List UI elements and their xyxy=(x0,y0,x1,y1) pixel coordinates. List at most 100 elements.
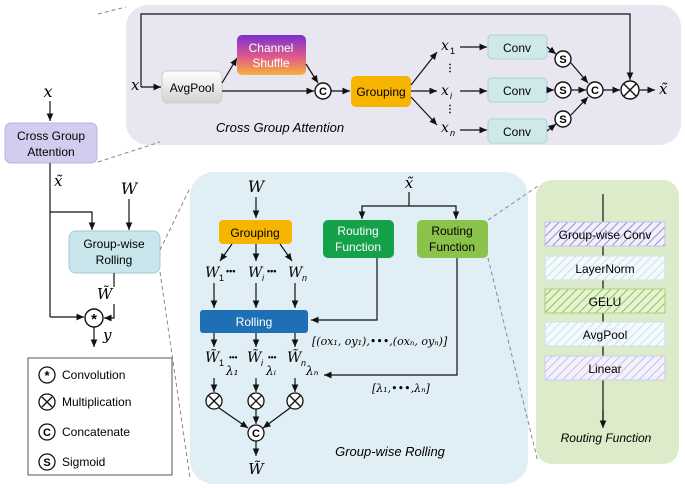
gwr-concat-circle: C xyxy=(247,424,265,442)
layer-label: LayerNorm xyxy=(575,262,634,276)
gwr-x-tilde: x̃ xyxy=(405,174,414,192)
sigmoid-circle-n: S xyxy=(554,110,572,128)
channel-shuffle-label-2: Shuffle xyxy=(252,56,289,70)
dots: ••• xyxy=(229,353,238,362)
legend-concatenate: C Concatenate xyxy=(38,423,130,441)
gwr-output-w-tilde: W̃ xyxy=(248,460,265,478)
multiply-circle-n xyxy=(286,392,304,410)
legend-multiplication: Multiplication xyxy=(38,393,131,411)
ellipsis: ⋮ xyxy=(445,63,455,74)
layer-layernorm: LayerNorm xyxy=(544,255,666,281)
wti-sub: i xyxy=(261,358,264,368)
dots: ••• xyxy=(268,353,277,362)
channel-shuffle-block: Channel Shuffle xyxy=(237,35,306,75)
layer-linear: Linear xyxy=(544,355,666,381)
conv-block-n: Conv xyxy=(487,118,548,144)
legend-multiplication-label: Multiplication xyxy=(62,395,131,409)
svg-text:C: C xyxy=(252,428,260,440)
lambda1-label: λ₁ xyxy=(225,364,238,378)
rf-caption: Routing Function xyxy=(561,431,652,445)
concat-circle: C xyxy=(314,82,332,100)
legend-sigmoid: S Sigmoid xyxy=(38,453,105,471)
svg-text:S: S xyxy=(559,85,566,97)
wt1-label: W̃ xyxy=(205,348,221,366)
wtn-sub: n xyxy=(301,358,306,368)
routing-function-block-2: Routing Function xyxy=(417,220,488,258)
layer-group-wise-conv: Group-wise Conv xyxy=(544,221,666,247)
wti-label: W̃ xyxy=(247,348,263,366)
group-wise-rolling-block: Group-wise Rolling xyxy=(68,230,161,274)
svg-text:*: * xyxy=(44,368,50,383)
zoom-connector xyxy=(487,257,539,463)
sigmoid-circle-1: S xyxy=(554,50,572,68)
cga-block-label-2: Attention xyxy=(27,145,74,159)
left-input-x: x xyxy=(43,82,52,101)
conv-label: Conv xyxy=(503,41,531,55)
concat-symbol: C xyxy=(319,86,327,98)
zoom-connector xyxy=(159,187,191,251)
gwr-block-label-2: Rolling xyxy=(96,253,133,267)
layer-avgpool: AvgPool xyxy=(544,321,666,347)
gwr-block-label-1: Group-wise xyxy=(83,237,145,251)
routing-fn2-label-1: Routing xyxy=(431,224,472,238)
legend-convolution: * Convolution xyxy=(38,366,125,384)
multiply-circle-i xyxy=(247,392,265,410)
lambdan-label: λₙ xyxy=(305,364,319,378)
left-output-y: y xyxy=(102,326,112,344)
svg-text:S: S xyxy=(559,114,566,126)
svg-text:C: C xyxy=(43,427,51,439)
routing-fn2-label-2: Function xyxy=(429,240,475,254)
left-w-input: W xyxy=(121,179,139,198)
avgpool-block: AvgPool xyxy=(161,70,223,104)
layer-label: Group-wise Conv xyxy=(559,228,652,242)
cross-group-attention-block: Cross Group Attention xyxy=(4,122,98,164)
zoom-connector xyxy=(97,6,127,15)
left-x-tilde: x̃ xyxy=(54,172,63,190)
x1-label: x xyxy=(441,38,449,54)
multiply-circle-1 xyxy=(205,392,223,410)
dots: ••• xyxy=(226,266,235,276)
left-w-tilde: W̃ xyxy=(97,285,114,303)
svg-text:*: * xyxy=(91,311,97,328)
svg-text:S: S xyxy=(559,54,566,66)
routing-fn1-label-1: Routing xyxy=(337,224,378,238)
avgpool-label: AvgPool xyxy=(170,81,214,95)
gwr-grouping-label: Grouping xyxy=(230,226,279,240)
multiply-circle xyxy=(620,80,640,100)
layer-label: GELU xyxy=(589,295,622,309)
xn-sub: n xyxy=(450,128,455,138)
wn-sub: n xyxy=(302,273,307,283)
gwr-w-input: W xyxy=(248,177,266,196)
cga-caption: Cross Group Attention xyxy=(216,120,344,135)
lambdas-label: [λ₁,•••,λₙ] xyxy=(372,382,431,395)
legend-convolution-label: Convolution xyxy=(62,368,125,382)
routing-function-block-1: Routing Function xyxy=(323,220,394,258)
channel-shuffle-label-1: Channel xyxy=(249,41,294,55)
svg-text:C: C xyxy=(591,85,599,97)
wi-label: W xyxy=(248,265,264,281)
cga-input-x: x xyxy=(131,76,140,94)
cga-block-label-1: Cross Group xyxy=(17,129,85,143)
rolling-label: Rolling xyxy=(236,315,273,329)
layer-label: Linear xyxy=(588,362,621,376)
wi-sub: i xyxy=(262,273,265,283)
gwr-grouping-block: Grouping xyxy=(219,220,292,244)
gwr-caption: Group-wise Rolling xyxy=(335,444,446,459)
legend-concatenate-label: Concatenate xyxy=(62,425,130,439)
xn-label: x xyxy=(441,120,449,136)
ellipsis: ⋮ xyxy=(445,104,455,115)
rolling-block: Rolling xyxy=(200,310,308,333)
wn-label: W xyxy=(288,265,304,281)
concat-circle-2: C xyxy=(586,81,604,99)
conv-block-1: Conv xyxy=(487,34,548,60)
routing-fn1-label-2: Function xyxy=(335,240,381,254)
zoom-connector xyxy=(97,141,161,163)
x1-sub: 1 xyxy=(450,46,455,56)
cga-grouping-block: Grouping xyxy=(351,76,411,107)
xi-label: x xyxy=(441,83,449,99)
layer-label: AvgPool xyxy=(583,328,627,342)
layer-gelu: GELU xyxy=(544,288,666,314)
dots: ••• xyxy=(267,266,276,276)
w1-label: W xyxy=(205,265,221,281)
zoom-connector xyxy=(487,185,539,221)
